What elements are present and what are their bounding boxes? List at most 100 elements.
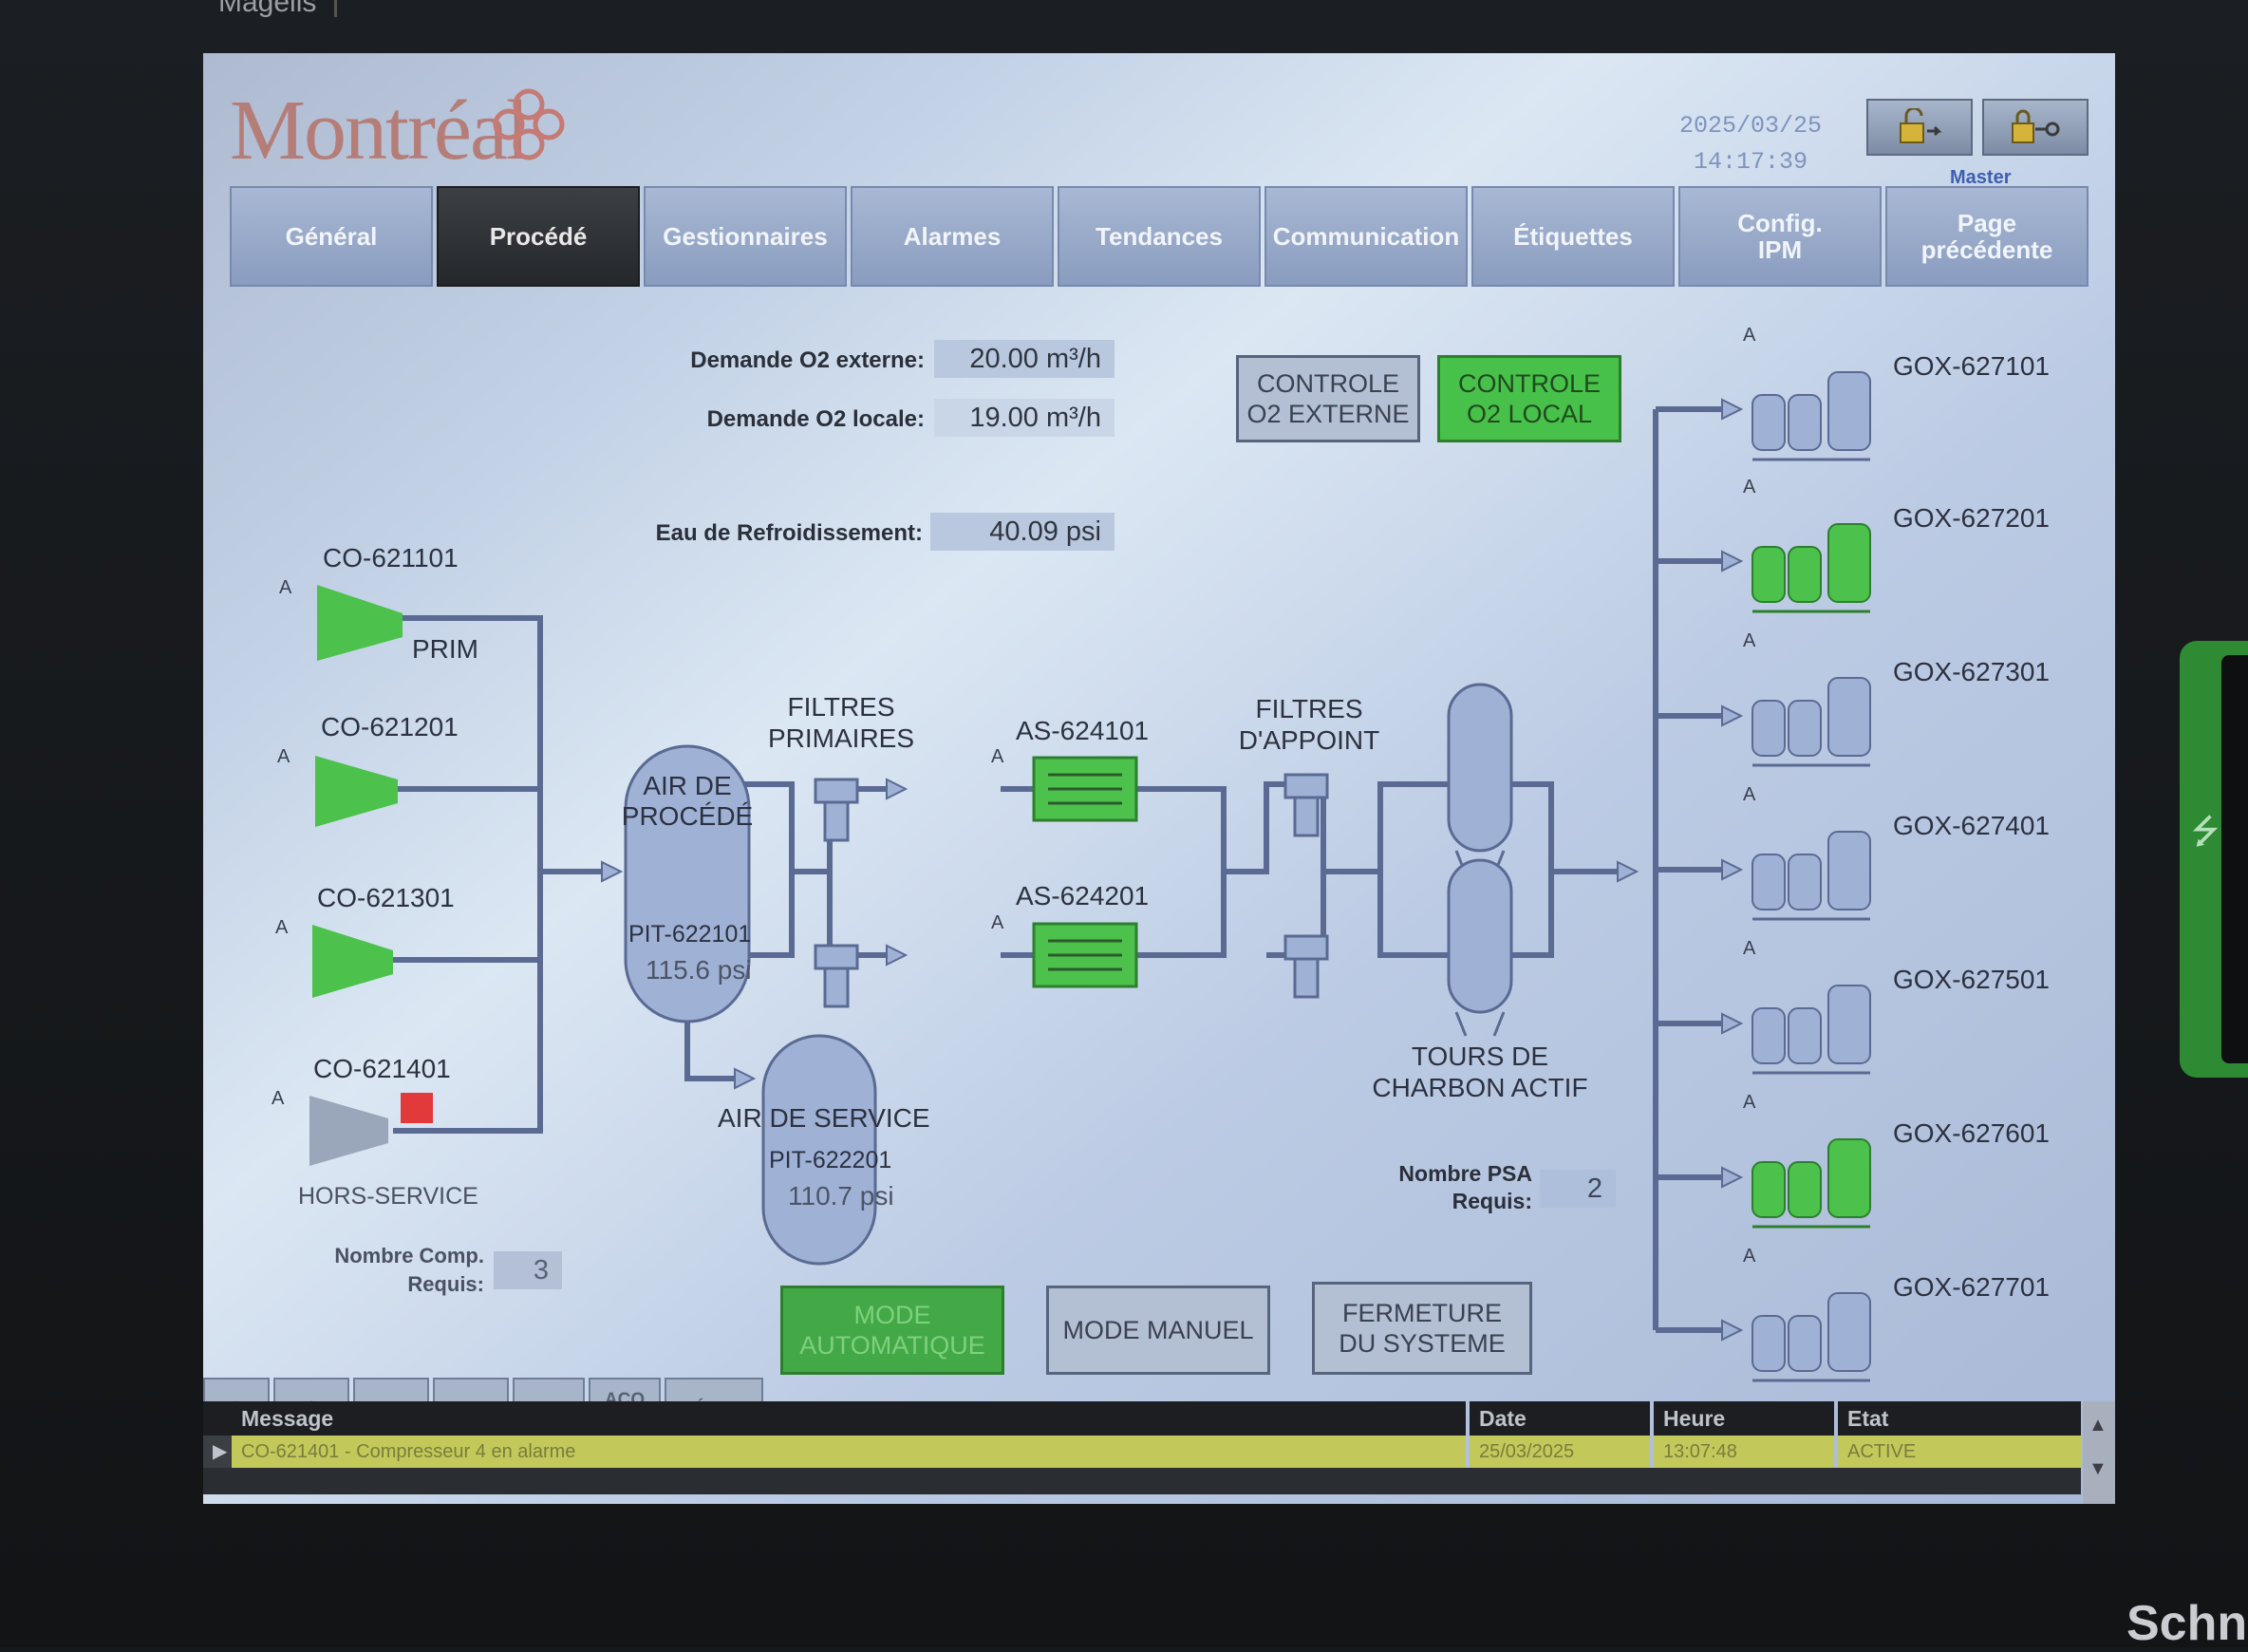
ext-demand-value[interactable]: 20.00 m³/h <box>934 340 1115 378</box>
control-o2-local-button[interactable]: CONTROLE O2 LOCAL <box>1437 355 1621 442</box>
compressor-1-tag: CO-621101 <box>323 543 459 573</box>
booster-filters-icon <box>1283 773 1329 999</box>
table-row <box>203 1468 2081 1494</box>
loc-demand-label: Demande O2 locale: <box>706 406 925 432</box>
col-message-header: Message <box>203 1401 1466 1436</box>
generator-6-mode: A <box>1743 1092 1756 1113</box>
generator-7-icon[interactable] <box>1752 1292 1871 1382</box>
dryer-2-icon[interactable] <box>1032 922 1138 988</box>
cooling-water-label: Eau de Refroidissement: <box>655 520 923 546</box>
comp-required-value[interactable]: 3 <box>494 1251 562 1289</box>
compressor-4-mode: A <box>272 1088 285 1109</box>
generator-vessel-icon <box>1788 546 1822 603</box>
psa-required-label: Nombre PSA Requis: <box>1398 1161 1532 1213</box>
generator-1-tag: GOX-627101 <box>1893 351 2050 381</box>
bezel-label: Magelis <box>218 0 317 18</box>
fault-indicator-icon <box>401 1093 433 1123</box>
compressor-2-icon[interactable] <box>315 756 398 827</box>
generator-vessel-icon <box>1788 1315 1822 1372</box>
login-button[interactable] <box>1866 99 1973 156</box>
brand-logo: Schne <box>2126 1596 2248 1651</box>
nav-tabs: Général Procédé Gestionnaires Alarmes Te… <box>230 186 2090 291</box>
row-selector-icon: ▶ <box>203 1436 232 1468</box>
alarm-message[interactable]: CO-621401 - Compresseur 4 en alarme <box>232 1436 1466 1468</box>
generator-6-icon[interactable] <box>1752 1138 1871 1229</box>
generator-vessel-icon <box>1827 371 1871 451</box>
tab-config-ipm[interactable]: Config. IPM <box>1678 186 1882 287</box>
compressor-2-tag: CO-621201 <box>321 712 459 742</box>
logout-button[interactable] <box>1982 99 2089 156</box>
compressor-1-status: PRIM <box>412 634 478 664</box>
process-air-tank <box>624 744 751 1023</box>
arrows <box>601 398 1744 1342</box>
scroll-down-icon[interactable]: ▼ <box>2089 1458 2108 1479</box>
dryer-1-tag: AS-624101 <box>1016 716 1150 745</box>
auto-mode-button[interactable]: MODE AUTOMATIQUE <box>780 1286 1004 1375</box>
process-air-tag: PIT-622101 <box>628 921 752 948</box>
scroll-up-icon[interactable]: ▲ <box>2089 1415 2108 1436</box>
generator-4-mode: A <box>1743 784 1756 805</box>
psa-required-value[interactable]: 2 <box>1540 1170 1616 1208</box>
carbon-towers-label: TOURS DE CHARBON ACTIF <box>1372 1042 1588 1102</box>
alarm-table: Message Date Heure Etat ▶ CO-621401 - Co… <box>203 1401 2115 1504</box>
generator-vessel-icon <box>1752 854 1786 910</box>
generator-3-icon[interactable] <box>1752 677 1871 767</box>
generator-1-mode: A <box>1743 325 1756 346</box>
service-air-pressure: 110.7 psi <box>788 1181 894 1211</box>
generator-5-tag: GOX-627501 <box>1893 965 2050 994</box>
alarm-date: 25/03/2025 <box>1470 1436 1650 1468</box>
generator-1-icon[interactable] <box>1752 371 1871 461</box>
comp-required-label: Nombre Comp. Requis: <box>334 1244 484 1296</box>
generator-vessel-icon <box>1827 523 1871 603</box>
generator-2-mode: A <box>1743 477 1756 497</box>
tab-etiquettes[interactable]: Étiquettes <box>1471 186 1675 287</box>
dryer-1-icon[interactable] <box>1032 756 1138 822</box>
tab-procede[interactable]: Procédé <box>437 186 640 287</box>
generator-vessel-icon <box>1752 700 1786 757</box>
loc-demand-value: 19.00 m³/h <box>934 399 1115 437</box>
tab-tendances[interactable]: Tendances <box>1058 186 1261 287</box>
generator-vessel-icon <box>1788 854 1822 910</box>
tab-general[interactable]: Général <box>230 186 433 287</box>
process-diagram <box>309 371 1871 1382</box>
alarm-scrollbar[interactable]: ▲ ▼ <box>2083 1401 2115 1504</box>
tab-communication[interactable]: Communication <box>1264 186 1468 287</box>
generator-vessel-icon <box>1788 394 1822 451</box>
date-text: 2025/03/25 <box>1678 112 1823 140</box>
process-air-pressure: 115.6 psi <box>646 955 752 985</box>
generator-3-mode: A <box>1743 630 1756 651</box>
generator-vessel-icon <box>1827 831 1871 910</box>
tab-alarmes[interactable]: Alarmes <box>851 186 1054 287</box>
generator-7-tag: GOX-627701 <box>1893 1272 2050 1302</box>
generator-5-icon[interactable] <box>1752 985 1871 1075</box>
generator-vessel-icon <box>1788 1161 1822 1218</box>
alarm-state: ACTIVE <box>1838 1436 2081 1468</box>
service-air-name: AIR DE SERVICE <box>718 1103 930 1133</box>
compressor-3-tag: CO-621301 <box>317 883 455 912</box>
generator-7-mode: A <box>1743 1246 1756 1267</box>
generator-2-icon[interactable] <box>1752 523 1871 613</box>
user-level: Master <box>1950 167 2012 188</box>
compressor-3-icon[interactable] <box>312 925 393 998</box>
generator-vessel-icon <box>1827 985 1871 1064</box>
compressor-1-mode: A <box>279 577 292 598</box>
generator-vessel-icon <box>1752 1315 1786 1372</box>
generator-vessel-icon <box>1752 1007 1786 1064</box>
lock-key-icon <box>2012 109 2060 143</box>
col-date-header: Date <box>1470 1401 1650 1436</box>
control-o2-external-button[interactable]: CONTROLE O2 EXTERNE <box>1236 355 1420 442</box>
system-shutdown-button[interactable]: FERMETURE DU SYSTEME <box>1312 1282 1532 1375</box>
col-state-header: Etat <box>1838 1401 2081 1436</box>
compressor-2-mode: A <box>277 746 290 767</box>
tab-gestionnaires[interactable]: Gestionnaires <box>644 186 847 287</box>
manual-mode-button[interactable]: MODE MANUEL <box>1046 1286 1270 1375</box>
primary-filters-icon <box>814 778 859 1008</box>
compressor-1-icon[interactable] <box>317 585 403 661</box>
dryer-1-mode: A <box>991 746 1004 767</box>
tab-page-precedente[interactable]: Page précédente <box>1885 186 2089 287</box>
generator-2-tag: GOX-627201 <box>1893 503 2050 533</box>
compressor-3-mode: A <box>275 917 289 938</box>
compressor-4-icon[interactable] <box>309 1096 388 1166</box>
generator-vessel-icon <box>1827 1138 1871 1218</box>
generator-4-icon[interactable] <box>1752 831 1871 921</box>
